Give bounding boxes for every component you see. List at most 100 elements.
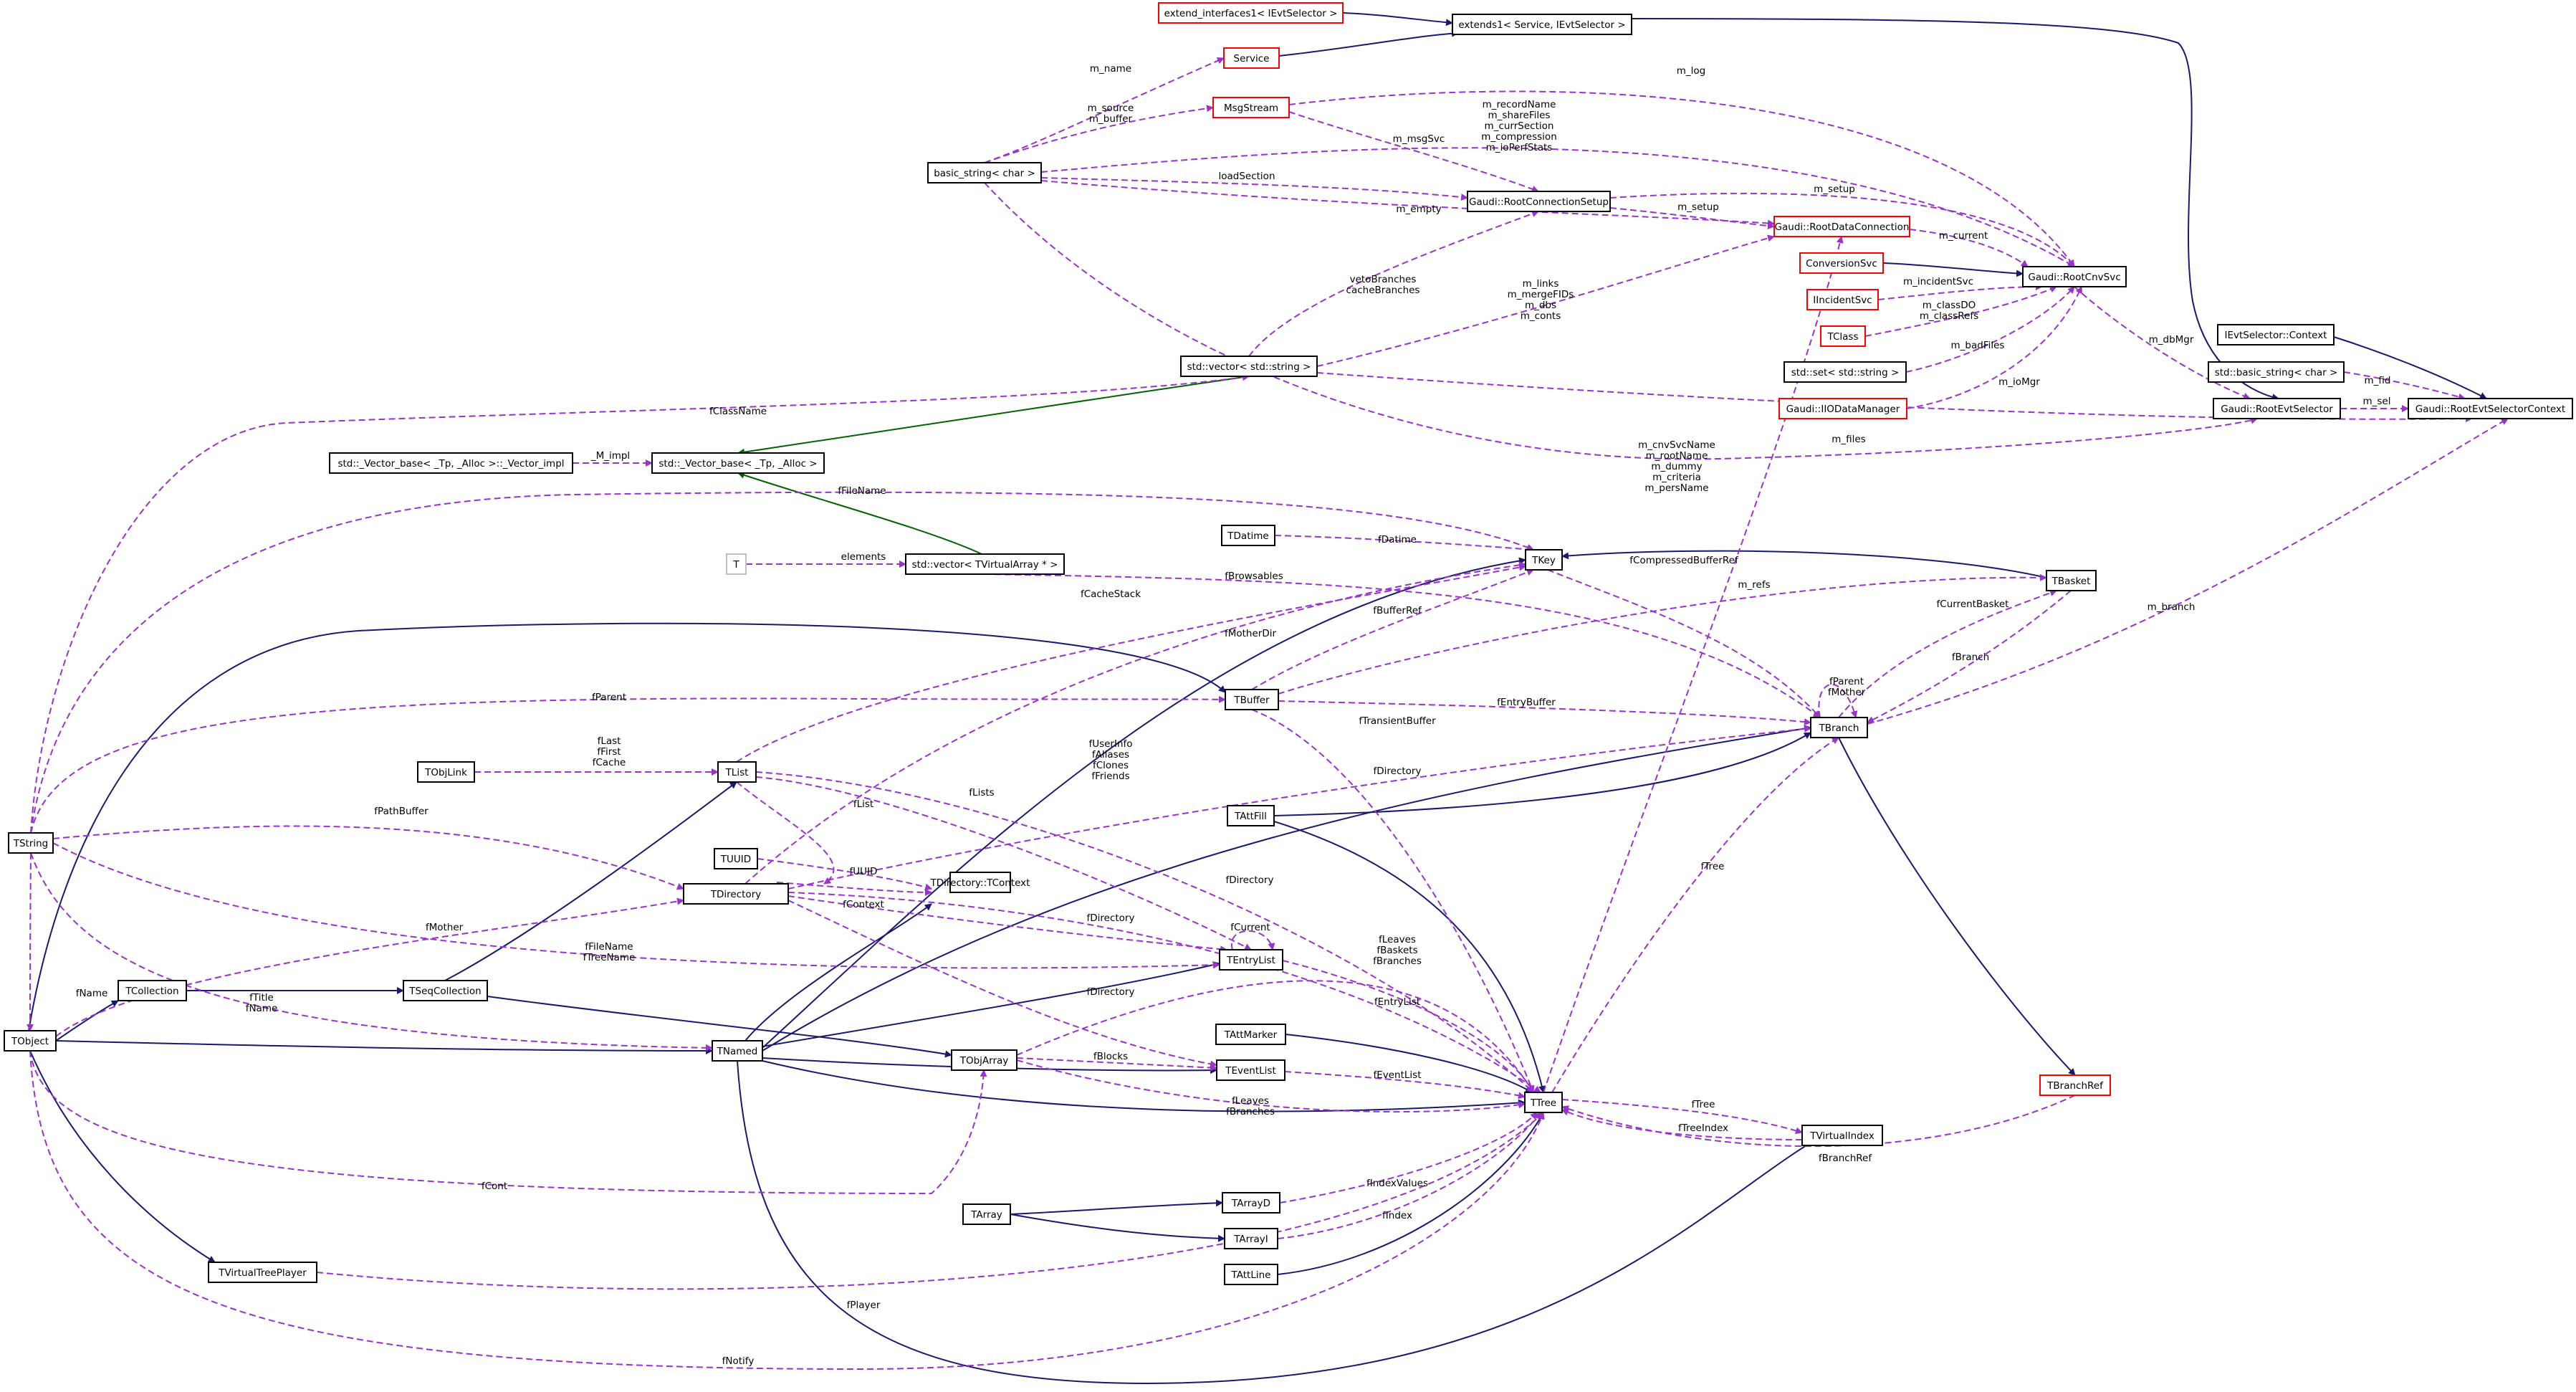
edge-tlist-to-tkey	[736, 563, 1526, 763]
edge-extends1-to-rootevtselector	[1631, 18, 2279, 401]
class-node-tcollection[interactable]: TCollection	[118, 980, 187, 1001]
edge-tobjarray-to-ttree	[1016, 1059, 1526, 1113]
class-node-tarray[interactable]: TArray	[962, 1203, 1011, 1225]
class-node-msgstream[interactable]: MsgStream	[1212, 97, 1290, 118]
edge-label-fpathbuffer: fPathBuffer	[374, 806, 428, 817]
edge-tdircontext-to-tdirectory	[776, 882, 932, 896]
class-node-ievtselectorcontext[interactable]: IEvtSelector::Context	[2217, 324, 2335, 345]
edge-tbuffer-to-ttree	[1251, 709, 1535, 1093]
edge-label-fentrybuffer: fEntryBuffer	[1497, 697, 1556, 708]
edge-tbranch-to-tbranchref	[1838, 737, 2076, 1076]
class-node-ttree[interactable]: TTree	[1524, 1092, 1563, 1113]
class-node-box	[1525, 549, 1563, 571]
edge-label-m-empty: m_empty	[1396, 204, 1441, 215]
class-node-iiodatamanager[interactable]: Gaudi::IIODataManager	[1778, 398, 1907, 419]
class-node-label: std::_Vector_base< _Tp, _Alloc >	[659, 458, 817, 469]
edge-tlist-to-ttree	[755, 771, 1534, 1093]
edge-label-fentrylist: fEntryList	[1374, 996, 1420, 1008]
class-node-tdatime[interactable]: TDatime	[1221, 525, 1275, 546]
class-node-label: TAttLine	[1231, 1269, 1271, 1281]
class-node-service[interactable]: Service	[1223, 47, 1280, 69]
edge-label-m-current: m_current	[1939, 230, 1988, 242]
class-node-std-basic-string[interactable]: std::basic_string< char >	[2208, 361, 2345, 383]
node-layer: extend_interfaces1< IEvtSelector > extend…	[4, 2, 2573, 1285]
class-node-tbranch[interactable]: TBranch	[1810, 717, 1868, 738]
class-node-conversionsvc[interactable]: ConversionSvc	[1799, 252, 1884, 274]
class-node-tdircontext[interactable]: TDirectory::TContext	[930, 872, 1030, 893]
class-node-tlist[interactable]: TList	[717, 761, 757, 783]
class-node-tnamed[interactable]: TNamed	[712, 1040, 763, 1062]
class-node-tarrayd[interactable]: TArrayD	[1222, 1192, 1280, 1214]
class-node-extend-interfaces1[interactable]: extend_interfaces1< IEvtSelector >	[1158, 2, 1344, 24]
class-node-rootevtselectorcontext: Gaudi::RootEvtSelectorContext	[2408, 398, 2573, 419]
edge-rootconnectionsetup-to-rootdataconnection	[1609, 207, 1775, 230]
class-node-extends1[interactable]: extends1< Service, IEvtSelector >	[1452, 14, 1632, 35]
class-node-tkey[interactable]: TKey	[1525, 549, 1563, 571]
class-node-box	[949, 872, 1011, 893]
class-node-tuuid[interactable]: TUUID	[714, 848, 758, 869]
class-node-rootevtselector[interactable]: Gaudi::RootEvtSelector	[2213, 398, 2341, 419]
class-node-box	[951, 1049, 1018, 1071]
edge-tnamed-to-tvirtualindex	[737, 1060, 1843, 1385]
edge-vector-base-to-vector-string	[737, 376, 1250, 456]
class-node-box	[1227, 805, 1275, 826]
edge-label-m-sel: m_sel	[2363, 396, 2391, 407]
class-node-teventlist[interactable]: TEventList	[1216, 1059, 1285, 1081]
edge-label-fplayer: fPlayer	[847, 1300, 881, 1311]
edge-basic-string-to-rootconnectionsetup	[1040, 177, 1468, 201]
edge-tattfill-to-ttree	[1273, 821, 1546, 1093]
class-node-tbuffer[interactable]: TBuffer	[1225, 689, 1279, 710]
class-node-tseqcollection[interactable]: TSeqCollection	[403, 980, 488, 1001]
class-node-tattline[interactable]: TAttLine	[1224, 1264, 1278, 1285]
class-node-tobjlink[interactable]: TObjLink	[417, 761, 475, 783]
edge-tstring-to-tentrylist	[52, 842, 1220, 969]
edge-label-loadsection: loadSection	[1218, 171, 1275, 182]
class-node-label: TSeqCollection	[408, 986, 481, 997]
class-node-tentrylist[interactable]: TEntryList	[1219, 949, 1283, 971]
class-node-iincidentsvc[interactable]: IIncidentSvc	[1806, 289, 1879, 310]
class-node-box	[1225, 689, 1279, 710]
class-node-tobject[interactable]: TObject	[4, 1030, 57, 1052]
class-node-tattfill[interactable]: TAttFill	[1227, 805, 1275, 826]
class-node-vector-string[interactable]: std::vector< std::string >	[1180, 356, 1318, 377]
edge-label-findex: fIndex	[1382, 1210, 1412, 1221]
class-node-rootcnvsvc[interactable]: Gaudi::RootCnvSvc	[2022, 266, 2127, 287]
class-node-tbranchref[interactable]: TBranchRef	[2039, 1074, 2111, 1096]
class-node-tvirtualindex[interactable]: TVirtualIndex	[1801, 1125, 1883, 1146]
class-node-tvirtualtreeplayer[interactable]: TVirtualTreePlayer	[208, 1262, 317, 1283]
class-node-label: std::vector< TVirtualArray * >	[912, 559, 1058, 571]
class-node-vector-base[interactable]: std::_Vector_base< _Tp, _Alloc >	[651, 452, 825, 474]
class-node-vector-tvirt[interactable]: std::vector< TVirtualArray * >	[905, 553, 1065, 575]
class-node-box	[1212, 97, 1290, 118]
edge-tobject-to-tdirectory	[55, 897, 684, 1037]
edge-tobject-to-tcollection	[55, 1000, 119, 1041]
class-node-rootconnectionsetup[interactable]: Gaudi::RootConnectionSetup	[1467, 191, 1611, 212]
class-node-box	[1806, 289, 1879, 310]
class-node-box	[1216, 1059, 1285, 1081]
edge-rootdataconnection-to-rootcnvsvc	[1909, 229, 2029, 267]
class-node-rootdataconnection[interactable]: Gaudi::RootDataConnection	[1773, 216, 1910, 237]
edge-teventlist-to-ttree	[1284, 1071, 1526, 1100]
class-node-label: TClass	[1827, 331, 1859, 343]
class-node-box	[1222, 1192, 1280, 1214]
edge-tobject-to-tbuffer	[28, 622, 1226, 1031]
class-node-tattmarker[interactable]: TAttMarker	[1215, 1024, 1286, 1045]
class-node-label: TObject	[11, 1036, 49, 1047]
class-node-box	[683, 883, 789, 905]
class-node-tarrayi[interactable]: TArrayI	[1224, 1228, 1278, 1249]
class-node-label: TString	[13, 838, 49, 849]
class-node-tclass[interactable]: TClass	[1820, 325, 1866, 347]
class-node-basic-string[interactable]: basic_string< char >	[927, 162, 1042, 183]
class-node-std-set[interactable]: std::set< std::string >	[1783, 361, 1907, 383]
edge-label-m-dbmgr: m_dbMgr	[2149, 334, 2194, 345]
class-node-tbasket[interactable]: TBasket	[2046, 570, 2097, 591]
class-node-vector-base-impl[interactable]: std::_Vector_base< _Tp, _Alloc >::_Vecto…	[329, 452, 573, 474]
edge-label-fcompressedbufferref: fCompressedBufferRef	[1629, 555, 1739, 566]
edge-tseqcollection-to-tobjarray	[487, 996, 952, 1058]
class-node-tobjarray[interactable]: TObjArray	[951, 1049, 1018, 1071]
class-node-tstring[interactable]: TString	[8, 832, 54, 854]
class-node-tdirectory[interactable]: TDirectory	[683, 883, 789, 905]
edge-label-fdatime: fDatime	[1378, 534, 1417, 545]
edge-label-fcont: fCont	[482, 1181, 507, 1192]
